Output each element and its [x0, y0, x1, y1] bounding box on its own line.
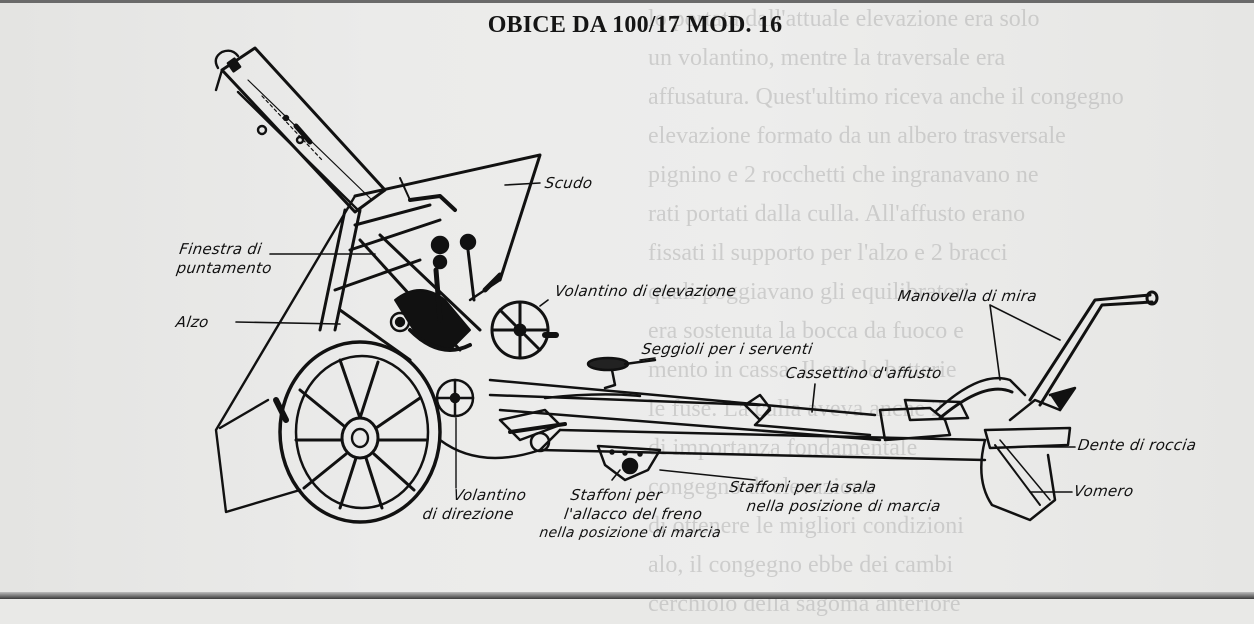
- leader-seggioli: [639, 357, 656, 361]
- page-bottom-edge: [0, 592, 1254, 599]
- label-line: Staffoni per: [569, 486, 664, 504]
- label-line: Staffoni per la sala: [728, 478, 878, 496]
- label-line: puntamento: [175, 259, 274, 277]
- howitzer-drawing: [214, 46, 1159, 524]
- wheel-spokes: [294, 358, 428, 510]
- traverse-handwheel: [435, 378, 475, 489]
- spade-assembly: [878, 386, 1077, 522]
- bleed-line: rati portati dalla culla. All'affusto er…: [648, 201, 1026, 227]
- label-dente-di-roccia: Dente di roccia: [1076, 436, 1198, 454]
- bleed-line: pignino e 2 rocchetti che ingranavano ne: [648, 162, 1039, 188]
- bleed-line: fissati il supporto per l'alzo e 2 bracc…: [648, 240, 1008, 266]
- label-line: Volantino: [452, 486, 528, 504]
- label-alzo: Alzo: [174, 313, 210, 331]
- bleed-line: quali poggiavano gli equilibratori: [648, 279, 970, 305]
- bleed-line: un volantino, mentre la traversale era: [648, 45, 1006, 71]
- leader-scudo: [504, 182, 541, 186]
- bleed-line: di ottenere le migliori condizioni: [648, 513, 964, 539]
- label-line: nella posizione di marcia: [538, 525, 723, 541]
- label-staffoni-freno: Staffoni per l'allacco del freno nella p…: [538, 486, 728, 543]
- label-seggioli-per-i-serventi: Seggioli per i serventi: [640, 340, 814, 358]
- diagram-title: OBICE DA 100/17 MOD. 16: [487, 12, 783, 38]
- label-volantino-di-elevazione: Volantino di elevazione: [553, 282, 738, 300]
- label-line: l'allacco del freno: [562, 505, 704, 523]
- label-line: di direzione: [421, 505, 516, 523]
- carriage-wheel: [273, 340, 442, 524]
- label-line: nella posizione di marcia: [745, 497, 942, 515]
- elevation-handwheel: [490, 300, 559, 360]
- leader-staffoni-freno: [611, 469, 621, 481]
- leader-staffoni-sala: [659, 469, 756, 481]
- leader-lines: [235, 182, 1076, 493]
- label-vomero: Vomero: [1072, 482, 1135, 500]
- bleed-line: alo, il congegno ebbe dei cambi: [648, 552, 954, 578]
- label-volantino-di-direzione: Volantino di direzione: [421, 486, 528, 524]
- leader-volantino-elevazione: [539, 299, 549, 307]
- barrel: [214, 46, 387, 214]
- bleed-line: affusatura. Quest'ultimo riceva anche il…: [648, 84, 1124, 110]
- bleed-line: era sostenuta la bocca da fuoco e: [648, 318, 964, 344]
- aiming-lever: [933, 290, 1159, 420]
- bleed-line: mento in cassa. Il suo le batterie: [648, 357, 957, 383]
- bleed-line: lo portata dall'attuale elevazione era s…: [648, 6, 1040, 32]
- label-staffoni-sala: Staffoni per la sala nella posizione di …: [725, 478, 944, 516]
- label-scudo: Scudo: [543, 174, 594, 192]
- leader-alzo: [235, 321, 341, 325]
- crew-seat: [586, 356, 657, 390]
- label-manovella-di-mira: Manovella di mira: [896, 287, 1039, 305]
- leader-cassettino: [811, 383, 816, 413]
- label-line: Finestra di: [178, 240, 264, 258]
- breech-mechanism: [389, 233, 503, 352]
- bleed-line: congegno di elevazione: [648, 474, 875, 500]
- bleed-line: elevazione formato da un albero trasvers…: [648, 123, 1066, 149]
- leader-manovella: [989, 304, 1061, 381]
- label-cassettino-d-affusto: Cassettino d'affusto: [784, 364, 943, 382]
- brake-bracket: [596, 444, 662, 482]
- page-top-edge: [0, 0, 1254, 3]
- label-finestra-di-puntamento: Finestra di puntamento: [175, 240, 275, 278]
